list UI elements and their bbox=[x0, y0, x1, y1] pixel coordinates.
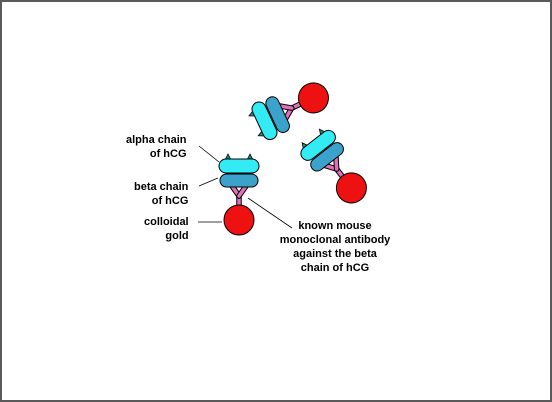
antibody-label: known mouse monoclonal antibody against … bbox=[279, 220, 391, 274]
complex-right bbox=[295, 124, 376, 212]
alpha-chain-label: alpha chain of hCG bbox=[126, 134, 187, 160]
leader-lines bbox=[198, 145, 293, 229]
antibody-leader bbox=[247, 197, 293, 229]
beta-chain-label: beta chain of hCG bbox=[134, 181, 189, 207]
complex-main bbox=[219, 154, 259, 235]
alpha-leader bbox=[198, 145, 220, 163]
colloidal-gold-label: colloidal gold bbox=[144, 216, 189, 242]
beta-leader bbox=[198, 177, 219, 187]
